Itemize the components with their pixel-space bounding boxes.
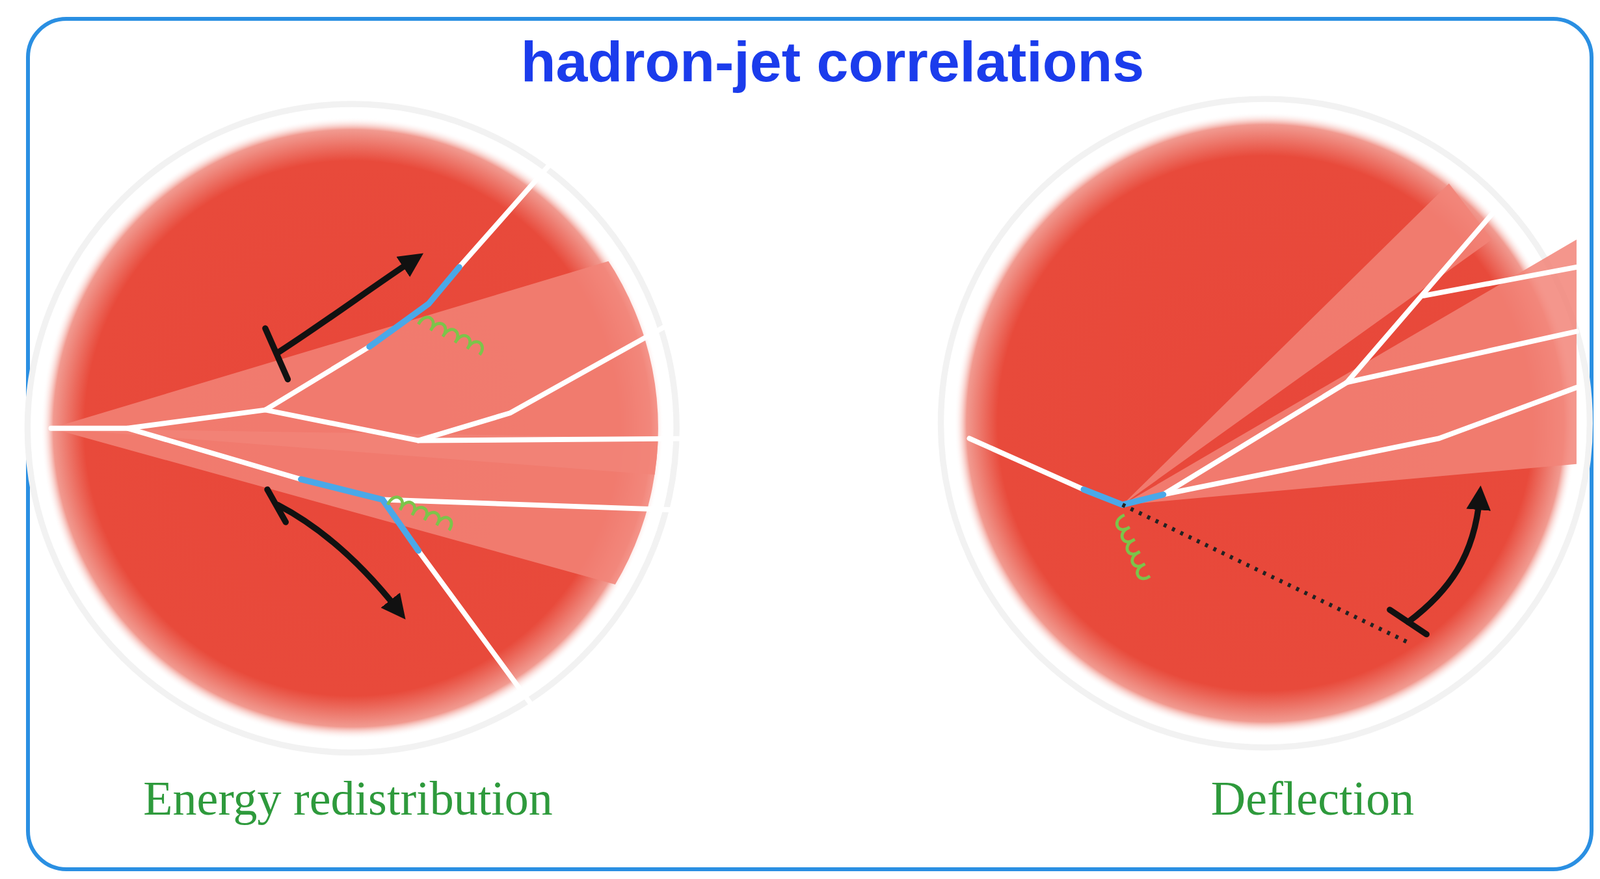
medium-blob xyxy=(954,112,1577,735)
gluon xyxy=(1116,515,1150,579)
medium-interaction xyxy=(1083,489,1163,506)
shift-arrow xyxy=(265,260,414,611)
panel-caption: Deflection xyxy=(1211,771,1414,827)
original-direction xyxy=(1122,504,1409,643)
panel-caption: Energy redistribution xyxy=(143,771,553,827)
panel-title: hadron-jet correlations xyxy=(520,28,1145,95)
medium-interaction xyxy=(301,267,460,551)
gluon xyxy=(387,317,482,531)
jet-branches xyxy=(969,213,1576,495)
deflection-arrow xyxy=(1389,497,1480,635)
jet-branches xyxy=(50,163,704,704)
halo xyxy=(941,98,1591,748)
